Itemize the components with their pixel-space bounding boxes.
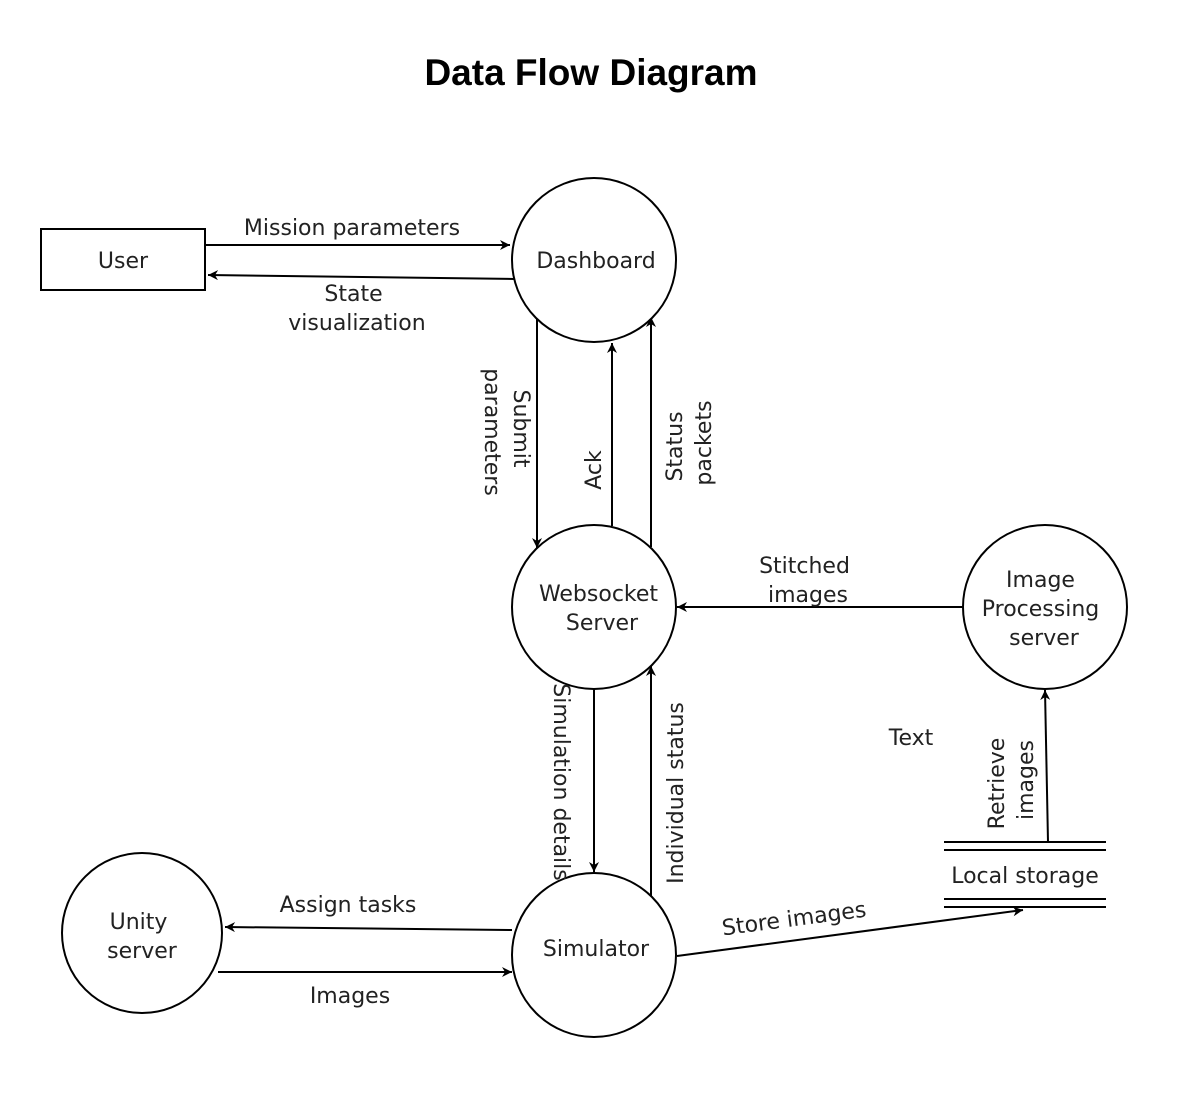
flow-state-visualization-label-line-1: State <box>324 282 382 307</box>
image-processing-server-process <box>962 524 1128 690</box>
local-storage-label: Local storage <box>951 864 1099 889</box>
flow-submit-parameters-label-line-1: Submit <box>508 389 533 467</box>
flow-status-packets-label-line-2: packets <box>692 400 717 485</box>
annotation-text: Text <box>888 726 934 751</box>
flow-assign-tasks-arrow <box>224 922 513 933</box>
simulator-process <box>511 872 677 1038</box>
image-processing-server-label: Image Processing server <box>982 568 1106 651</box>
flow-retrieve-images-label-line-2: images <box>1014 740 1039 820</box>
flow-submit-parameters-label-line-2: parameters <box>479 368 504 496</box>
user-label: User <box>98 249 149 274</box>
flow-assign-tasks-label: Assign tasks <box>280 893 417 918</box>
flow-individual-status-label: Individual status <box>664 702 689 884</box>
flow-ack-label: Ack <box>582 450 607 490</box>
flow-status-packets-label: Status packets <box>663 400 717 485</box>
flow-retrieve-images-label-line-1: Retrieve <box>985 738 1010 830</box>
flow-retrieve-images-label: Retrieve images <box>985 731 1039 830</box>
flow-state-visualization-label: State visualization <box>288 282 425 336</box>
unity-server-label: Unity server <box>107 910 178 964</box>
simulator-label: Simulator <box>543 937 650 962</box>
flow-submit-parameters-label: Submit parameters <box>479 368 533 496</box>
websocket-server-process <box>511 524 677 690</box>
flow-images-label: Images <box>310 984 390 1009</box>
unity-server-process <box>61 852 223 1014</box>
flow-mission-parameters-label: Mission parameters <box>244 216 460 241</box>
websocket-server-label-line-1: Websocket <box>539 582 658 607</box>
image-processing-server-label-line-1: Image <box>1006 568 1075 593</box>
flow-stitched-images-label: Stitched images <box>759 554 857 608</box>
flow-store-images-label: Store images <box>721 898 868 942</box>
websocket-server-label: Websocket Server <box>539 582 665 636</box>
local-storage-datastore <box>944 841 1106 908</box>
flow-stitched-images-label-line-2: images <box>768 583 848 608</box>
diagram-title: Data Flow Diagram <box>424 52 758 93</box>
flow-store-images-arrow <box>676 906 1024 957</box>
unity-server-label-line-1: Unity <box>110 910 168 935</box>
websocket-server-label-line-2: Server <box>566 611 639 636</box>
flow-state-visualization-label-line-2: visualization <box>288 311 425 336</box>
user-entity <box>40 228 206 291</box>
flow-simulation-details-label: Simulation details <box>548 683 573 880</box>
dashboard-label: Dashboard <box>536 249 655 274</box>
dashboard-process <box>511 177 677 343</box>
flow-retrieve-images-arrow <box>1040 689 1051 843</box>
image-processing-server-label-line-3: server <box>1009 626 1080 651</box>
flow-stitched-images-label-line-1: Stitched <box>759 554 850 579</box>
flow-state-visualization-arrow <box>207 270 516 281</box>
flow-status-packets-label-line-1: Status <box>663 411 688 481</box>
unity-server-label-line-2: server <box>107 939 178 964</box>
image-processing-server-label-line-2: Processing <box>982 597 1099 622</box>
